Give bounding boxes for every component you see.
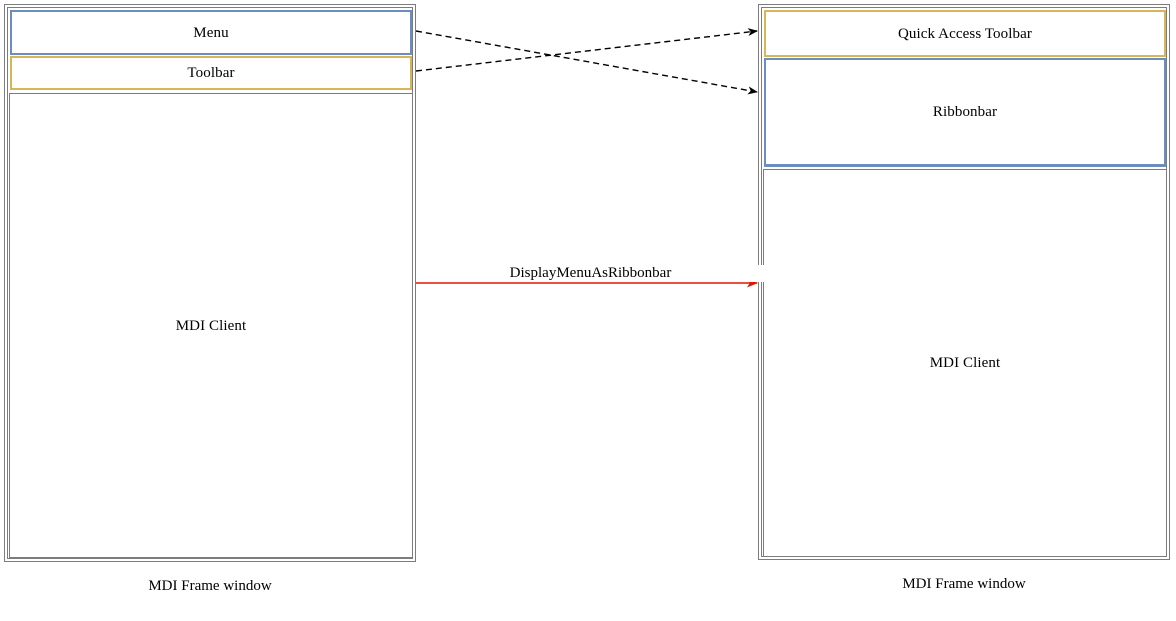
right-frame-caption: MDI Frame window: [902, 576, 1026, 592]
right-region-quick-access-toolbar[interactable]: Quick Access Toolbar: [764, 10, 1166, 57]
left-region-menu-label: Menu: [193, 24, 229, 41]
left-region-toolbar-label: Toolbar: [187, 65, 235, 81]
left-region-toolbar[interactable]: Toolbar: [10, 56, 412, 90]
connector-label-display-menu-as-ribbonbar: DisplayMenuAsRibbonbar: [416, 265, 765, 282]
left-region-mdi-client[interactable]: MDI Client: [9, 93, 413, 558]
left-mdi-frame-window: Menu Toolbar MDI Client: [4, 4, 416, 562]
right-mdi-frame-window: Quick Access Toolbar Ribbonbar MDI Clien…: [758, 4, 1170, 560]
right-region-quick-access-toolbar-label: Quick Access Toolbar: [898, 25, 1032, 42]
right-region-ribbonbar-label: Ribbonbar: [932, 104, 998, 120]
right-region-mdi-client[interactable]: MDI Client: [763, 169, 1167, 557]
left-frame-caption: MDI Frame window: [148, 578, 272, 594]
connector-toolbar-to-quick-access-toolbar: [415, 28, 758, 72]
left-region-mdi-client-label: MDI Client: [175, 317, 247, 334]
right-region-mdi-client-label: MDI Client: [929, 355, 1001, 371]
right-region-ribbonbar[interactable]: Ribbonbar: [764, 58, 1166, 167]
connector-menu-to-ribbonbar: [415, 30, 758, 95]
left-region-menu[interactable]: Menu: [10, 10, 412, 55]
